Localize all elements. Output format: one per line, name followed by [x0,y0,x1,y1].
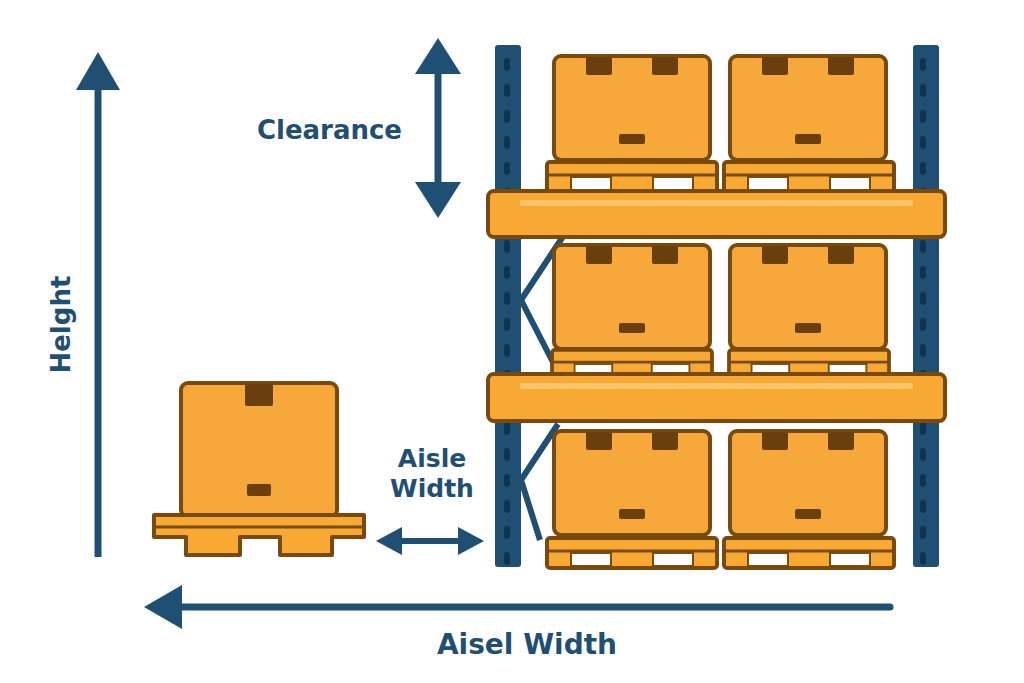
illustration-part [547,162,717,192]
aisle-width-arrow [376,527,484,555]
width-arrow [144,585,890,629]
illustration-part [520,200,913,206]
illustration-part [95,84,102,557]
illustration-part [554,245,710,349]
illustration-part [520,383,913,389]
illustration-part [247,484,271,496]
aisle-width-label: Aisle Width [377,444,487,504]
illustration-part [724,162,894,192]
illustration-part [724,538,894,568]
illustration-part [154,515,364,555]
height-label: Helght [46,276,77,374]
illustration-part [730,245,886,349]
illustration-part [913,45,939,567]
illustration-part [547,538,717,568]
illustration-part [554,431,710,535]
illustration-part [730,56,886,160]
illustration-part [913,45,939,567]
width-label: Aisel Width [437,628,617,662]
illustration-part [144,585,182,629]
illustration-part [154,526,364,529]
illustration-part [458,527,484,555]
illustration-part [176,604,890,611]
illustration-part [488,191,945,237]
illustration-part [488,374,945,421]
illustration-part [435,66,442,190]
clearance-arrow [415,38,461,218]
illustration-part [554,56,710,160]
height-arrow [76,52,120,557]
illustration-part [376,527,402,555]
illustration-part [415,182,461,218]
stored-pallets [547,56,894,568]
loose-pallet [154,383,364,555]
clearance-label: Clearance [257,115,402,146]
illustration-part [495,45,521,567]
illustration-part [495,45,521,567]
illustration-part [398,538,462,544]
illustration-part [730,431,886,535]
illustration-part [76,52,120,90]
illustration-part [181,383,337,517]
rack-upright [495,45,939,567]
illustration-part [415,38,461,74]
rack-beam [488,191,945,421]
illustration-part [245,384,273,406]
